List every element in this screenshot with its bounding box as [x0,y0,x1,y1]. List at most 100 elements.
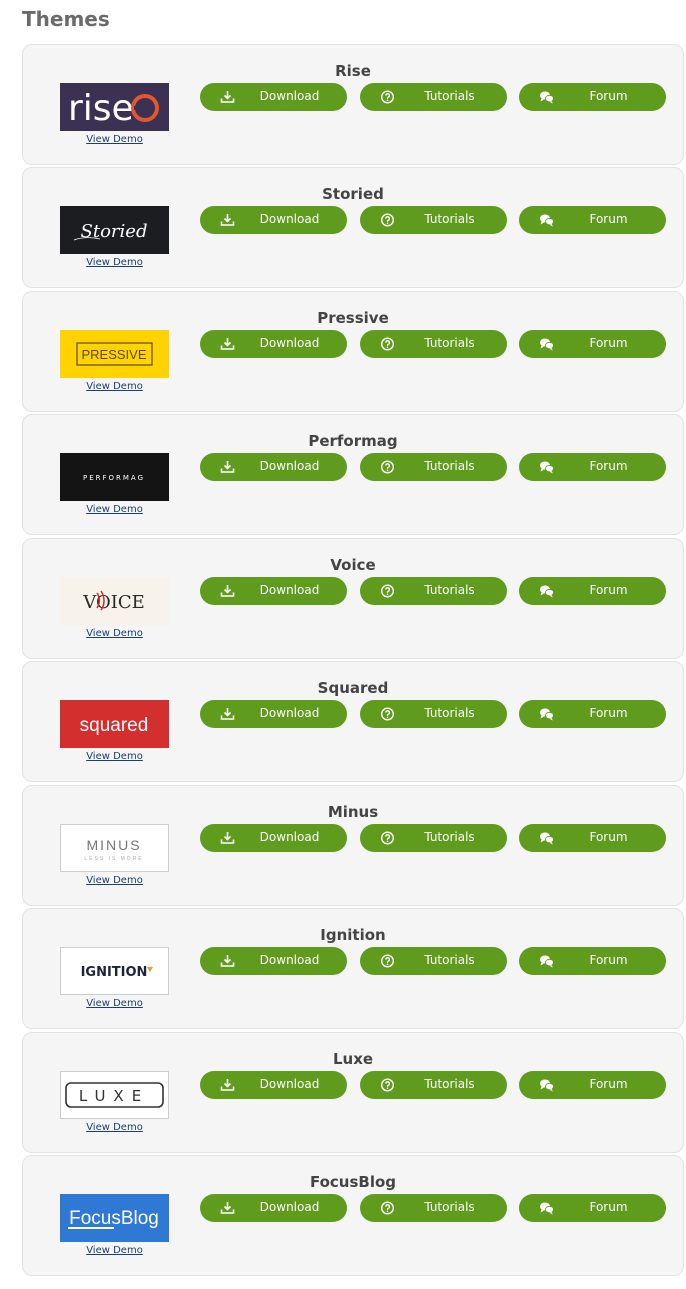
download-button[interactable]: Download [200,700,347,728]
tutorials-label: Tutorials [424,1077,475,1091]
download-button[interactable]: Download [200,577,347,605]
tutorials-button[interactable]: Tutorials [360,1194,507,1222]
download-label: Download [259,830,320,844]
theme-logo-luxe[interactable]: LUXE [60,1071,169,1119]
logo-text: FocusBlog [69,1208,159,1229]
theme-name: Pressive [317,309,389,327]
tutorials-button[interactable]: Tutorials [360,947,507,975]
question-circle-icon [380,1078,395,1092]
logo-subtext: LESS IS MORE [84,856,143,862]
theme-logo-minus[interactable]: MINUS LESS IS MORE [60,824,169,872]
logo-text: rise [68,88,134,129]
forum-button[interactable]: Forum [519,577,666,605]
tutorials-label: Tutorials [424,583,475,597]
download-icon [220,955,235,967]
download-label: Download [259,212,320,226]
forum-label: Forum [589,212,628,226]
download-button[interactable]: Download [200,824,347,852]
theme-logo-voice[interactable]: VOICE [60,577,169,625]
view-demo-link[interactable]: View Demo [86,1122,143,1133]
logo-text: PERFORMAG [83,474,145,482]
tutorials-button[interactable]: Tutorials [360,1071,507,1099]
theme-card-storied: Storied Storied View Demo Download Tutor… [22,167,684,288]
theme-logo-squared[interactable]: squared [60,700,169,748]
view-demo-link[interactable]: View Demo [86,134,143,145]
tutorials-button[interactable]: Tutorials [360,206,507,234]
view-demo-link[interactable]: View Demo [86,751,143,762]
view-demo-link[interactable]: View Demo [86,875,143,886]
forum-button[interactable]: Forum [519,330,666,358]
logo-text: IGNITION [81,965,148,980]
forum-button[interactable]: Forum [519,1194,666,1222]
question-circle-icon [380,90,395,104]
view-demo-link[interactable]: View Demo [86,257,143,268]
forum-button[interactable]: Forum [519,700,666,728]
logo-text: PRESSIVE [81,347,146,362]
theme-logo-focusblog[interactable]: FocusBlog [60,1194,169,1242]
theme-name: FocusBlog [309,1173,397,1191]
download-label: Download [259,953,320,967]
theme-logo-pressive[interactable]: PRESSIVE [60,330,169,378]
tutorials-button[interactable]: Tutorials [360,83,507,111]
download-button[interactable]: Download [200,453,347,481]
download-button[interactable]: Download [200,1194,347,1222]
theme-card-performag: Performag PERFORMAG View Demo Download T… [22,414,684,535]
theme-name: Luxe [332,1050,374,1068]
download-icon [220,832,235,844]
theme-logo-rise[interactable]: rise [60,83,169,131]
logo-text: Storied [81,221,148,242]
tutorials-button[interactable]: Tutorials [360,577,507,605]
chat-bubbles-icon [540,91,554,104]
forum-button[interactable]: Forum [519,453,666,481]
forum-button[interactable]: Forum [519,83,666,111]
download-button[interactable]: Download [200,1071,347,1099]
download-button[interactable]: Download [200,206,347,234]
question-circle-icon [380,1201,395,1215]
view-demo-link[interactable]: View Demo [86,628,143,639]
download-icon [220,91,235,103]
theme-logo-storied[interactable]: Storied [60,206,169,254]
forum-label: Forum [589,1200,628,1214]
tutorials-label: Tutorials [424,89,475,103]
chat-bubbles-icon [540,461,554,474]
download-icon [220,338,235,350]
theme-card-voice: Voice VOICE View Demo Download Tutorials… [22,538,684,659]
download-icon [220,585,235,597]
chat-bubbles-icon [540,1202,554,1215]
download-icon [220,461,235,473]
theme-logo-ignition[interactable]: IGNITION [60,947,169,995]
download-label: Download [259,1200,320,1214]
logo-text: MINUS [86,837,141,853]
download-label: Download [259,583,320,597]
download-button[interactable]: Download [200,83,347,111]
forum-button[interactable]: Forum [519,206,666,234]
tutorials-label: Tutorials [424,459,475,473]
download-button[interactable]: Download [200,947,347,975]
view-demo-link[interactable]: View Demo [86,504,143,515]
chat-bubbles-icon [540,832,554,845]
forum-button[interactable]: Forum [519,824,666,852]
question-circle-icon [380,831,395,845]
tutorials-button[interactable]: Tutorials [360,453,507,481]
forum-label: Forum [589,89,628,103]
download-button[interactable]: Download [200,330,347,358]
tutorials-button[interactable]: Tutorials [360,700,507,728]
tutorials-button[interactable]: Tutorials [360,824,507,852]
theme-logo-performag[interactable]: PERFORMAG [60,453,169,501]
logo-text: VOICE [82,592,144,613]
tutorials-label: Tutorials [424,706,475,720]
tutorials-button[interactable]: Tutorials [360,330,507,358]
view-demo-link[interactable]: View Demo [86,381,143,392]
tutorials-label: Tutorials [424,1200,475,1214]
view-demo-link[interactable]: View Demo [86,998,143,1009]
forum-button[interactable]: Forum [519,947,666,975]
forum-label: Forum [589,1077,628,1091]
view-demo-link[interactable]: View Demo [86,1245,143,1256]
forum-label: Forum [589,953,628,967]
question-circle-icon [380,954,395,968]
chat-bubbles-icon [540,585,554,598]
download-label: Download [259,706,320,720]
theme-card-focusblog: FocusBlog FocusBlog View Demo Download T… [22,1155,684,1276]
forum-button[interactable]: Forum [519,1071,666,1099]
tutorials-label: Tutorials [424,953,475,967]
